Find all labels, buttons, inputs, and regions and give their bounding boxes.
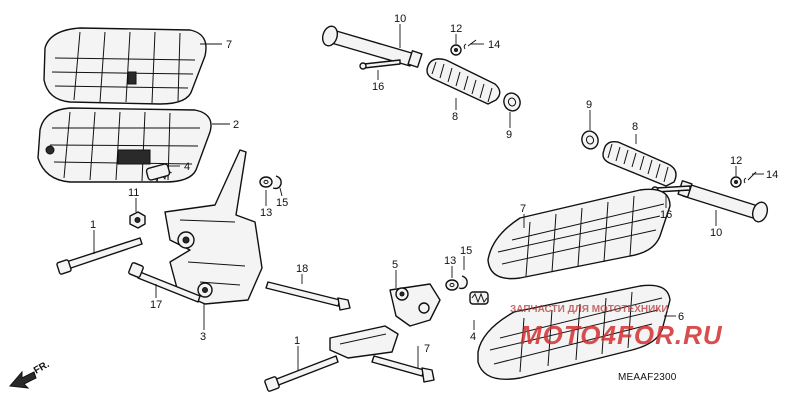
watermark-top-text: ЗАПЧАСТИ ДЛЯ МОТОТЕХНИКИ <box>510 304 669 315</box>
clip-15-left <box>272 175 282 190</box>
callout-6: 6 <box>678 311 684 323</box>
washer-9-right <box>581 130 599 150</box>
cotter-pin-14-right <box>743 171 757 184</box>
callout-10: 10 <box>394 13 406 25</box>
callout-4: 4 <box>470 331 476 343</box>
bracket-lower-plate <box>329 325 399 359</box>
callout-17: 17 <box>150 299 162 311</box>
callout-1: 1 <box>294 335 300 347</box>
step-bracket-left <box>164 149 263 305</box>
callout-12: 12 <box>450 23 462 35</box>
callout-4: 4 <box>184 161 190 173</box>
callout-18: 18 <box>296 263 308 275</box>
diagram-code: MEAAF2300 <box>618 372 677 383</box>
washer-12-top <box>450 44 462 56</box>
callout-14: 14 <box>488 39 500 51</box>
callout-7: 7 <box>226 39 232 51</box>
rubber-grip-top <box>426 58 501 105</box>
spring-left <box>145 163 172 182</box>
bolt-1-left <box>56 237 143 275</box>
callout-11: 11 <box>128 187 139 199</box>
callout-15: 15 <box>460 245 472 257</box>
footboard-frame-left <box>37 107 212 183</box>
cotter-pin-14-top <box>463 39 477 50</box>
callout-15: 15 <box>276 197 288 209</box>
callout-16: 16 <box>372 81 384 93</box>
pin-16-top <box>359 59 401 70</box>
callout-1: 1 <box>90 219 96 231</box>
pivot-pin-right <box>677 180 769 223</box>
bracket-arm-5 <box>389 283 441 327</box>
washer-9-top <box>503 92 521 112</box>
callout-12: 12 <box>730 155 742 167</box>
leader-lines <box>93 24 764 370</box>
footboard-frame-right <box>477 284 671 380</box>
callout-14: 14 <box>766 169 778 181</box>
clip-15-center <box>458 275 468 290</box>
watermark-main-text: MOTO4FOR.RU <box>520 320 723 350</box>
footboard-rubber-right <box>487 188 671 280</box>
callout-5: 5 <box>392 259 398 271</box>
bolt-18 <box>265 281 351 311</box>
spring-center <box>469 291 489 305</box>
bolt-1-bottom <box>264 355 339 392</box>
washer-13-center <box>445 279 459 291</box>
washer-13-left <box>259 176 273 188</box>
callout-9: 9 <box>506 129 512 141</box>
bolt-7-bottom <box>371 355 435 383</box>
front-marker-label: FR. <box>32 359 52 377</box>
nut-11 <box>129 211 146 229</box>
callout-7: 7 <box>520 203 526 215</box>
callout-9: 9 <box>586 99 592 111</box>
callout-labels: 7 2 4 11 1 17 3 13 15 18 10 12 14 16 8 9… <box>90 13 778 355</box>
callout-3: 3 <box>200 331 206 343</box>
callout-7: 7 <box>424 343 430 355</box>
pivot-pin-top <box>321 25 423 68</box>
callout-8: 8 <box>452 111 458 123</box>
callout-10: 10 <box>710 227 722 239</box>
footboard-rubber-left <box>43 27 207 105</box>
front-arrow-icon: FR. <box>9 359 52 389</box>
callout-8: 8 <box>632 121 638 133</box>
bolt-17 <box>128 262 201 303</box>
callout-2: 2 <box>233 119 239 131</box>
callout-13: 13 <box>260 207 272 219</box>
callout-16: 16 <box>660 209 672 221</box>
watermark: ЗАПЧАСТИ ДЛЯ МОТОТЕХНИКИ MOTO4FOR.RU <box>510 304 723 350</box>
callout-13: 13 <box>444 255 456 267</box>
rubber-grip-right <box>602 140 677 187</box>
washer-12-right <box>730 176 742 188</box>
